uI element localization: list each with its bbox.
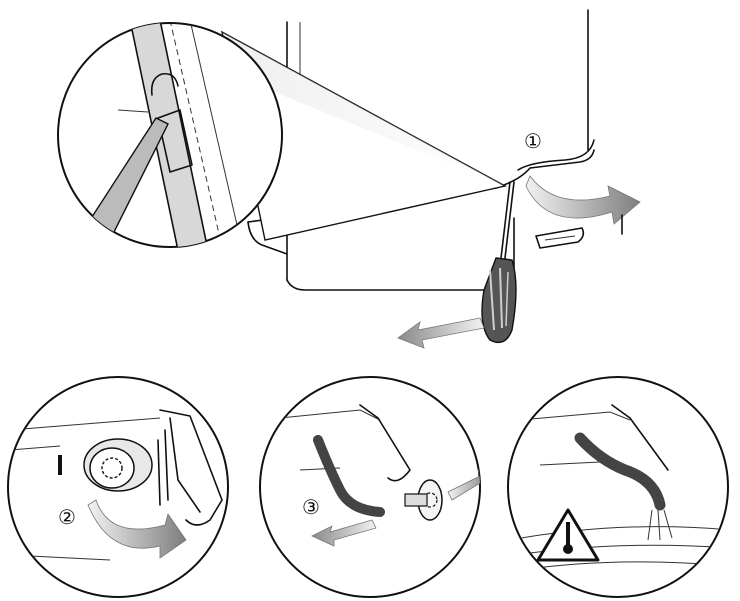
step-number-2: ② <box>58 505 76 529</box>
hot-water-warning-circle <box>507 376 729 598</box>
screwdriver <box>481 181 517 344</box>
pull-arrow <box>397 317 485 349</box>
hot-temperature-warning-icon <box>536 508 600 562</box>
rotate-arrow <box>525 175 641 225</box>
step-number-3: ③ <box>302 495 320 519</box>
magnified-detail-circle <box>57 22 283 248</box>
step-3-circle: ③ <box>259 376 481 598</box>
step-number-1: ① <box>524 129 542 153</box>
step-2-circle: ② <box>7 376 229 598</box>
